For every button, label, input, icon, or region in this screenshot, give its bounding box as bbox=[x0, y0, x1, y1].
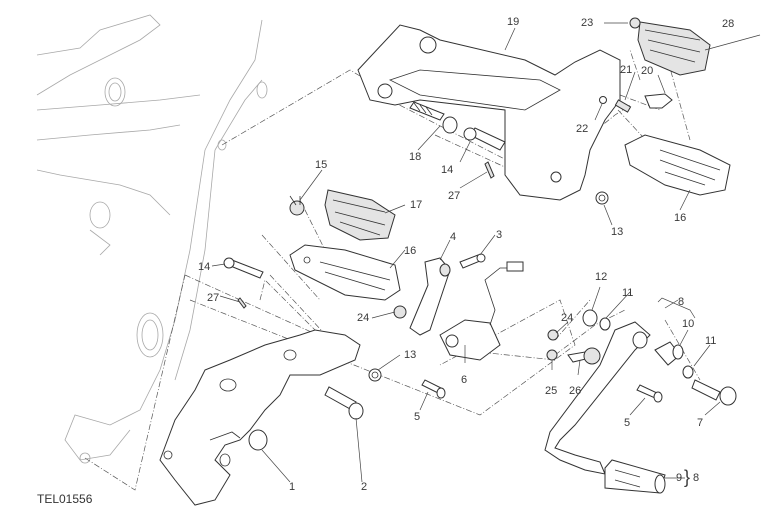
callout-8-bottom-visible: 8 bbox=[693, 472, 700, 484]
part-6-sensor bbox=[439, 261, 524, 361]
part-11-ring-right bbox=[682, 365, 694, 379]
part-17-footpeg-rubber bbox=[324, 189, 396, 241]
part-20-plate bbox=[644, 93, 673, 109]
callout-10: 10 bbox=[682, 318, 695, 330]
part-1-lower-bracket bbox=[159, 329, 361, 506]
part-13-washer-right bbox=[595, 191, 609, 205]
part-28-footpeg-rubber bbox=[637, 21, 711, 76]
part-11-ring-left bbox=[599, 317, 611, 331]
callout-22: 22 bbox=[576, 123, 589, 135]
callout-21: 21 bbox=[620, 64, 633, 76]
callout-27-left: 27 bbox=[207, 292, 220, 304]
part-24-spacer-left bbox=[393, 305, 407, 319]
callout-17: 17 bbox=[410, 199, 423, 211]
part-15-spring bbox=[289, 195, 305, 216]
part-8-group-bracket bbox=[657, 297, 696, 319]
callout-5-middle: 5 bbox=[414, 411, 421, 423]
callout-11-right: 11 bbox=[705, 335, 717, 347]
part-9-grip bbox=[604, 459, 666, 494]
callout-8-top: 8 bbox=[678, 296, 685, 308]
callout-23: 23 bbox=[581, 17, 594, 29]
callout-16-left: 16 bbox=[404, 245, 417, 257]
part-2-bolt bbox=[324, 386, 364, 420]
part-14-pin-upper bbox=[463, 127, 506, 151]
part-14-pin-left bbox=[223, 257, 264, 279]
callout-12: 12 bbox=[595, 271, 608, 283]
part-19-bracket bbox=[357, 24, 621, 201]
callout-4: 4 bbox=[450, 231, 457, 243]
callout-25: 25 bbox=[545, 385, 558, 397]
callout-1: 1 bbox=[289, 481, 296, 493]
callout-26: 26 bbox=[569, 385, 582, 397]
part-27-split-pin-left bbox=[237, 297, 247, 309]
part-16-footpeg-right bbox=[624, 134, 731, 196]
callout-7-visible: 7 bbox=[697, 417, 704, 429]
part-8-lever bbox=[544, 321, 651, 475]
callout-14-left: 14 bbox=[198, 261, 211, 273]
callout-6: 6 bbox=[461, 374, 468, 386]
callout-24-left: 24 bbox=[357, 312, 370, 324]
part-7-pivot-pin bbox=[691, 379, 737, 406]
callout-14-b: 14 bbox=[441, 164, 454, 176]
part-16-footpeg-left bbox=[289, 244, 401, 301]
drawing-code: TEL01556 bbox=[37, 492, 93, 506]
leader-lines bbox=[211, 22, 761, 483]
part-12-washer bbox=[582, 309, 598, 327]
part-5-bolt-middle bbox=[421, 379, 446, 399]
part-26-rod-end bbox=[567, 347, 601, 365]
callout-16-right: 16 bbox=[674, 212, 687, 224]
motorcycle-frame bbox=[36, 14, 268, 464]
callout-19: 19 bbox=[507, 16, 520, 28]
part-23-fastener bbox=[629, 17, 641, 29]
part-4-linkage bbox=[409, 257, 451, 336]
callout-3: 3 bbox=[496, 229, 503, 241]
callout-28: 28 bbox=[722, 18, 735, 30]
part-10-bushing bbox=[654, 341, 684, 366]
callout-27-upper: 27 bbox=[448, 190, 461, 202]
part-21-spring bbox=[614, 99, 632, 113]
part-3-bolt bbox=[459, 253, 486, 269]
part-13-washer-left bbox=[368, 368, 382, 382]
callout-20: 20 bbox=[641, 65, 654, 77]
callout-15: 15 bbox=[315, 159, 328, 171]
part-27-split-pin-upper bbox=[484, 161, 495, 179]
part-18-bolt bbox=[409, 101, 458, 134]
callout-9-visible: 9 bbox=[676, 472, 683, 484]
callout-13-left: 13 bbox=[404, 349, 417, 361]
part-24-spacer-right bbox=[547, 329, 559, 341]
part-25-nut bbox=[546, 349, 558, 361]
part-5-bolt-right bbox=[636, 384, 663, 403]
callout-2: 2 bbox=[361, 481, 368, 493]
brace-symbol: } bbox=[684, 467, 691, 487]
callout-11-left: 11 bbox=[622, 287, 634, 299]
part-22-ball bbox=[599, 96, 607, 104]
callout-18: 18 bbox=[409, 151, 422, 163]
callout-5-right: 5 bbox=[624, 417, 631, 429]
callout-24-right: 24 bbox=[561, 312, 574, 324]
callout-13-right: 13 bbox=[611, 226, 624, 238]
